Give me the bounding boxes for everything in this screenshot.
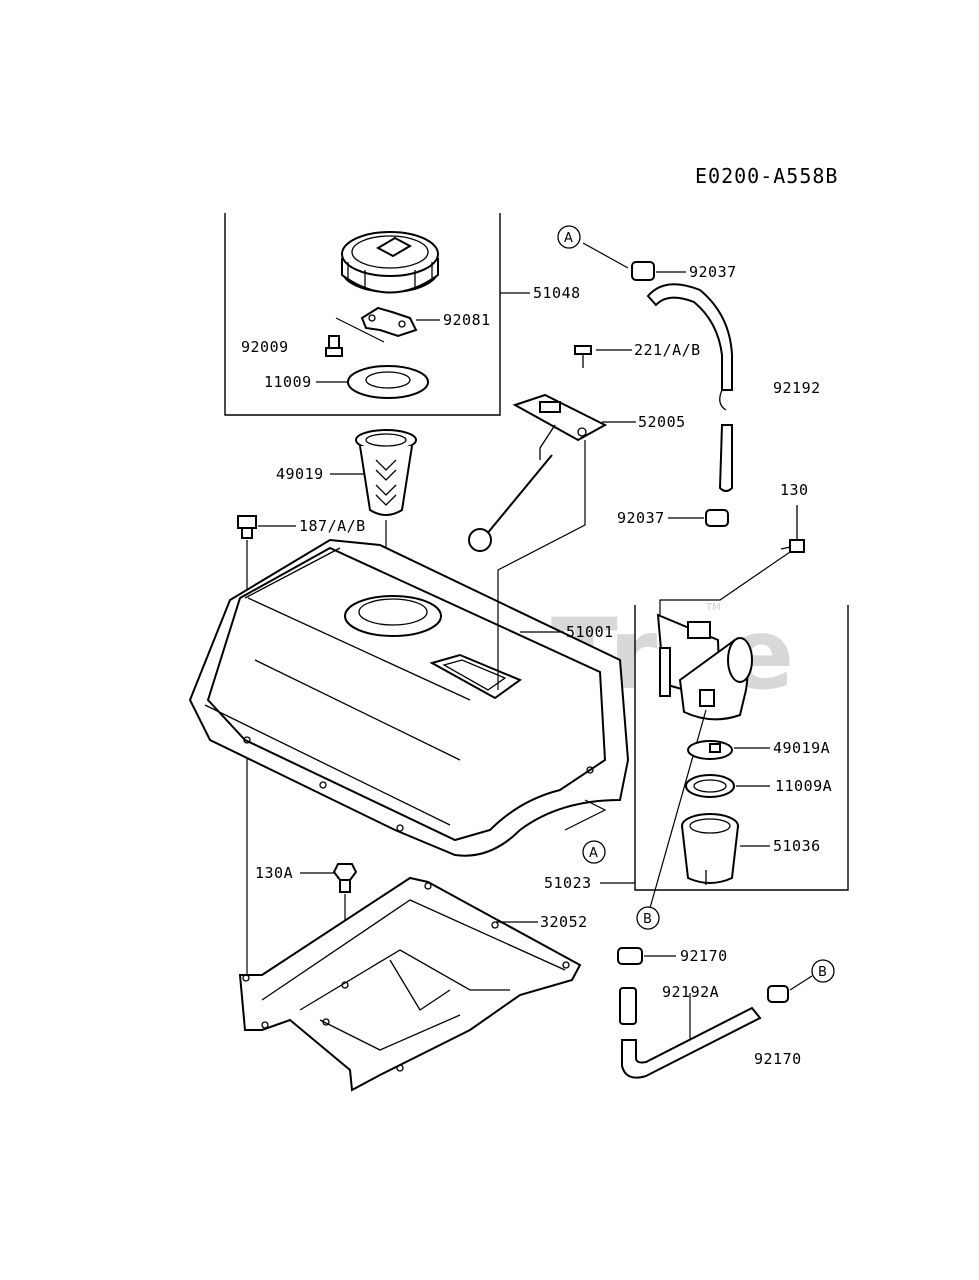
label-11009[interactable]: 11009	[264, 373, 312, 391]
ref-circle-B-left: B	[636, 906, 660, 930]
diagram-code: E0200-A558B	[695, 164, 838, 188]
label-130[interactable]: 130	[780, 481, 809, 499]
label-92192[interactable]: 92192	[773, 379, 821, 397]
label-49019A[interactable]: 49019A	[773, 739, 830, 757]
screw-221[interactable]	[574, 345, 632, 368]
label-51036[interactable]: 51036	[773, 837, 821, 855]
fuel-cock-oring-11009A[interactable]	[685, 774, 770, 798]
label-92170-right[interactable]: 92170	[754, 1050, 802, 1068]
label-92170-left[interactable]: 92170	[680, 947, 728, 965]
label-32052[interactable]: 32052	[540, 913, 588, 931]
label-92037-top[interactable]: 92037	[689, 263, 737, 281]
label-51023[interactable]: 51023	[544, 874, 592, 892]
fuel-cock-cup-51036[interactable]	[681, 813, 770, 885]
label-130A[interactable]: 130A	[255, 864, 293, 882]
bolt-130[interactable]	[780, 505, 805, 553]
fuel-cock[interactable]	[649, 551, 791, 909]
clamp-92170-right[interactable]	[767, 975, 813, 1003]
fuel-strainer[interactable]	[330, 429, 417, 600]
cap-gasket[interactable]	[316, 365, 429, 399]
cap-screw[interactable]	[325, 317, 385, 357]
bolt-130A[interactable]	[300, 863, 358, 985]
ref-circle-B-right: B	[811, 959, 835, 983]
ref-B-right-text: B	[818, 965, 827, 980]
cap-chain-plate[interactable]	[360, 306, 440, 338]
clamp-92170-left[interactable]	[617, 947, 676, 965]
label-11009A[interactable]: 11009A	[775, 777, 832, 795]
fuel-cock-gasket-49019A[interactable]	[687, 740, 770, 760]
fuel-tank[interactable]	[188, 440, 630, 857]
clamp-92037-bottom[interactable]	[668, 509, 729, 527]
label-92081[interactable]: 92081	[443, 311, 491, 329]
fuel-hose-92192A[interactable]	[619, 987, 762, 1079]
label-49019[interactable]: 49019	[276, 465, 324, 483]
fuel-gauge[interactable]	[468, 393, 636, 552]
clamp-92037-top[interactable]	[631, 261, 686, 281]
part-labels: 51048 92081 92009 11009 49019 187/A/B 51…	[241, 263, 832, 1068]
watermark-trademark: TM	[705, 602, 721, 613]
label-92037-bottom[interactable]: 92037	[617, 509, 665, 527]
ref-circle-A-top: A	[557, 225, 581, 249]
ref-A-bottom-text: A	[589, 846, 598, 861]
label-92009[interactable]: 92009	[241, 338, 289, 356]
tank-bracket-32052[interactable]	[238, 876, 582, 1092]
ref-B-left-text: B	[643, 912, 652, 927]
group-frames	[224, 213, 849, 891]
label-51001[interactable]: 51001	[566, 623, 614, 641]
ref-circle-A-bottom: A	[582, 840, 606, 864]
label-52005[interactable]: 52005	[638, 413, 686, 431]
fuel-cap[interactable]	[341, 231, 439, 294]
ref-A-top-text: A	[564, 231, 573, 246]
label-221[interactable]: 221/A/B	[634, 341, 701, 359]
label-51048[interactable]: 51048	[533, 284, 581, 302]
label-92192A[interactable]: 92192A	[662, 983, 719, 1001]
label-187[interactable]: 187/A/B	[299, 517, 366, 535]
fuel-hose-92192[interactable]	[582, 242, 733, 492]
